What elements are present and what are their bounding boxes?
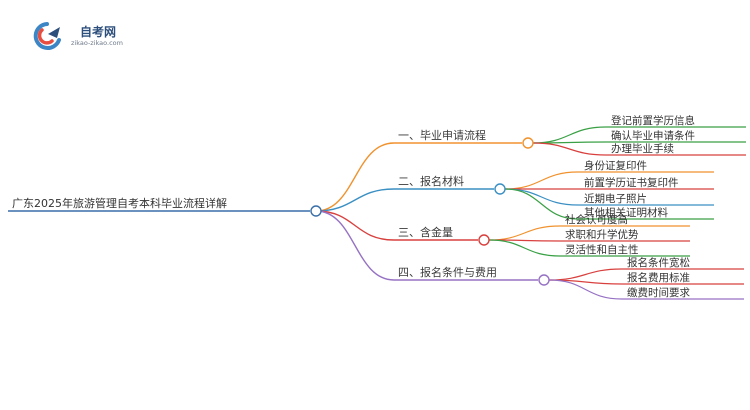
leaf-connector bbox=[548, 268, 623, 281]
branch-label[interactable]: 二、报名材料 bbox=[398, 174, 464, 188]
branch-connector bbox=[315, 142, 395, 212]
site-logo[interactable]: 自考网 zikao-zikao.com bbox=[30, 19, 140, 53]
leaf-label[interactable]: 确认毕业申请条件 bbox=[611, 129, 695, 142]
branch-toggle-circle[interactable] bbox=[478, 234, 490, 246]
leaf-label[interactable]: 缴费时间要求 bbox=[627, 286, 690, 299]
root-toggle-circle[interactable] bbox=[310, 205, 322, 217]
leaf-connector bbox=[504, 171, 579, 190]
logo-mark-icon bbox=[33, 22, 61, 50]
leaf-label[interactable]: 前置学历证书复印件 bbox=[584, 176, 679, 189]
leaf-connector bbox=[488, 239, 561, 257]
logo-domain: zikao-zikao.com bbox=[71, 39, 123, 47]
leaf-label[interactable]: 求职和升学优势 bbox=[565, 228, 639, 241]
leaf-label[interactable]: 其他相关证明材料 bbox=[584, 206, 668, 219]
leaf-connector bbox=[532, 126, 607, 144]
branch-connector bbox=[315, 210, 395, 241]
leaf-connector bbox=[504, 188, 579, 206]
branch-label[interactable]: 三、含金量 bbox=[398, 225, 453, 239]
leaf-label[interactable]: 身份证复印件 bbox=[584, 159, 647, 172]
leaf-connector bbox=[532, 142, 607, 156]
leaf-connector bbox=[548, 279, 623, 300]
branch-connector bbox=[315, 188, 395, 212]
logo-title: 自考网 bbox=[80, 25, 117, 39]
branch-connector bbox=[315, 210, 395, 281]
branch-toggle-circle[interactable] bbox=[538, 274, 550, 286]
leaf-label[interactable]: 报名条件宽松 bbox=[627, 256, 690, 269]
leaf-label[interactable]: 灵活性和自主性 bbox=[565, 243, 639, 256]
leaf-connector bbox=[504, 188, 579, 220]
branch-toggle-circle[interactable] bbox=[522, 137, 534, 149]
root-node-label: 广东2025年旅游管理自考本科毕业流程详解 bbox=[12, 196, 227, 210]
leaf-label[interactable]: 办理毕业手续 bbox=[611, 142, 674, 155]
branch-label[interactable]: 四、报名条件与费用 bbox=[398, 265, 497, 279]
leaf-label[interactable]: 登记前置学历信息 bbox=[611, 114, 695, 127]
leaf-label[interactable]: 社会认可度高 bbox=[565, 213, 628, 226]
leaf-label[interactable]: 近期电子照片 bbox=[584, 192, 647, 205]
branch-label[interactable]: 一、毕业申请流程 bbox=[398, 128, 486, 142]
leaf-connector bbox=[488, 225, 561, 241]
branch-toggle-circle[interactable] bbox=[494, 183, 506, 195]
leaf-label[interactable]: 报名费用标准 bbox=[627, 271, 690, 284]
